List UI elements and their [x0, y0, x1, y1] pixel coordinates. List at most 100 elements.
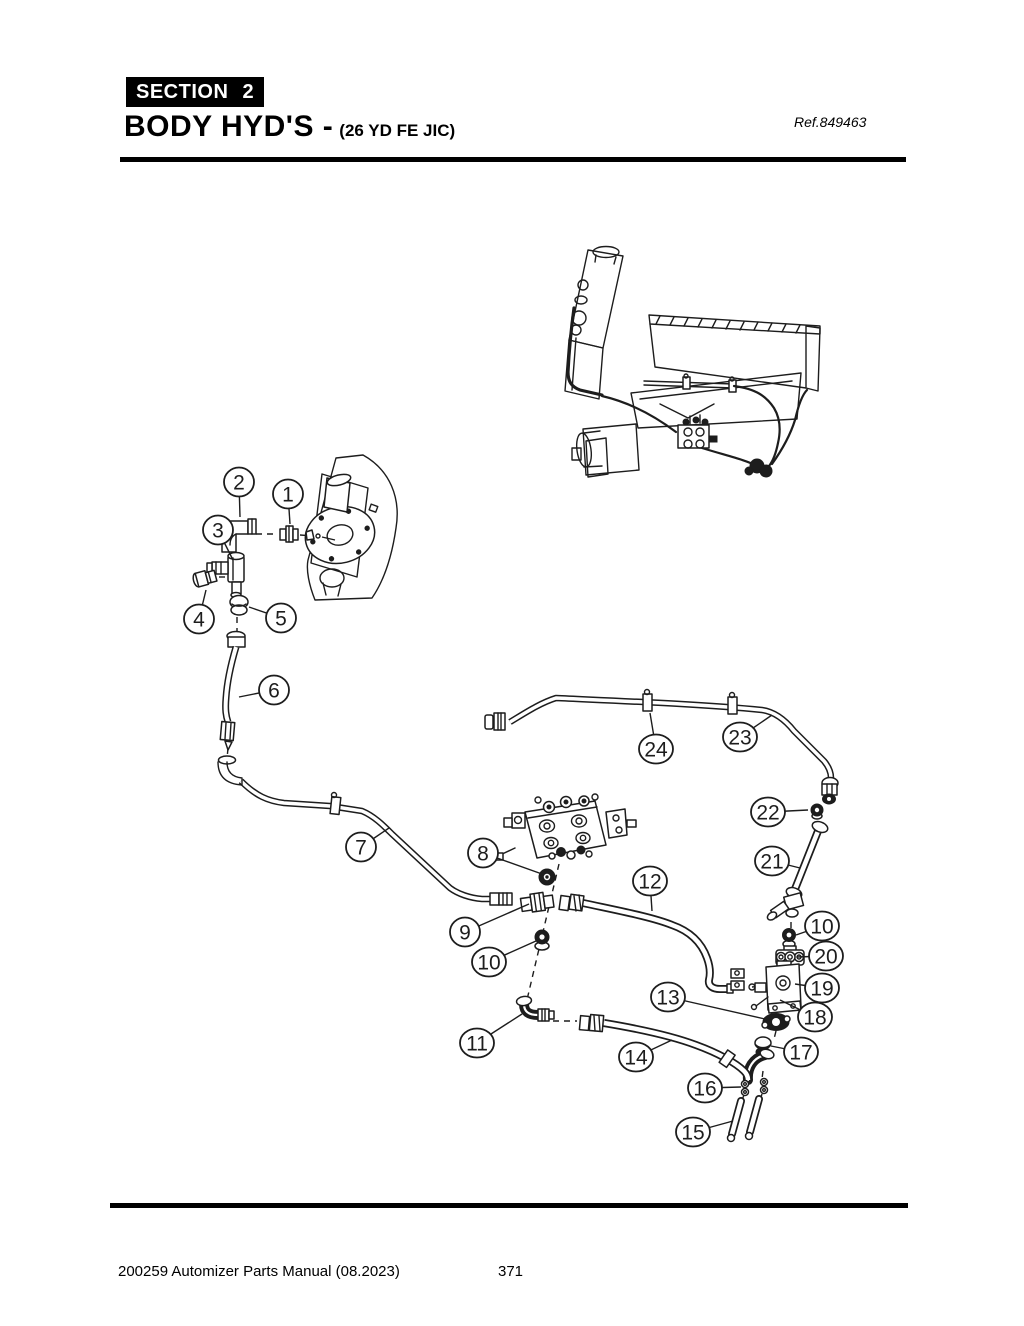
callout-circle-19 — [804, 972, 840, 1004]
assembly-dashed-lines — [219, 533, 792, 1101]
svg-text:6: 6 — [268, 680, 280, 703]
hose-23 — [484, 688, 839, 805]
callout-22: 22 — [750, 796, 809, 828]
svg-text:9: 9 — [459, 922, 471, 945]
callout-circle-14 — [618, 1041, 654, 1073]
svg-text:10: 10 — [477, 952, 500, 975]
svg-text:4: 4 — [193, 609, 205, 632]
callout-circle-11 — [459, 1027, 495, 1059]
fitting-elbow-11 — [515, 995, 555, 1022]
callout-circle-15 — [675, 1116, 711, 1148]
grommet-8 — [538, 868, 556, 886]
callout-circle-4 — [183, 603, 215, 635]
callout-4: 4 — [183, 589, 215, 635]
callout-12: 12 — [632, 865, 668, 912]
svg-text:21: 21 — [760, 851, 783, 874]
svg-text:7: 7 — [355, 837, 367, 860]
callout-9: 9 — [449, 903, 530, 948]
washers-16 — [740, 1077, 769, 1097]
footer-rule — [110, 1203, 908, 1208]
callout-circle-7 — [345, 831, 377, 863]
callout-23: 23 — [722, 714, 773, 753]
svg-text:15: 15 — [681, 1122, 704, 1145]
footer-manual-title: 200259 Automizer Parts Manual (08.2023) — [118, 1263, 400, 1280]
callout-1: 1 — [272, 478, 304, 525]
page-title-row: BODY HYD'S -(26 YD FE JIC) — [124, 110, 455, 144]
callout-circle-1 — [272, 478, 304, 510]
callout-circle-13 — [650, 981, 686, 1013]
fitting-10-left — [534, 929, 550, 951]
callout-circle-6 — [258, 674, 290, 706]
callout-circle-21 — [754, 845, 790, 877]
bolts-15 — [726, 1095, 763, 1143]
fitting-10-right — [782, 928, 796, 949]
callout-5: 5 — [248, 602, 297, 634]
callout-circle-17 — [783, 1036, 819, 1068]
callout-15: 15 — [675, 1116, 734, 1148]
svg-text:1: 1 — [282, 484, 294, 507]
control-valve-block — [493, 793, 637, 861]
callout-circle-8 — [467, 837, 499, 869]
hose-7 — [217, 755, 513, 906]
page-title: BODY HYD'S - — [124, 110, 334, 143]
callout-circle-12 — [632, 865, 668, 897]
callout-circle-10 — [804, 910, 840, 942]
truck-overview-illustration — [564, 245, 821, 478]
callout-circle-20 — [808, 940, 844, 972]
callout-10: 10 — [795, 910, 840, 942]
callout-circle-3 — [202, 514, 234, 546]
section-badge: SECTION 2 — [126, 77, 265, 107]
callout-circle-9 — [449, 916, 481, 948]
fitting-4 — [192, 569, 218, 588]
svg-text:8: 8 — [477, 843, 489, 866]
callout-2: 2 — [223, 466, 255, 518]
callout-24: 24 — [638, 712, 674, 765]
svg-text:17: 17 — [789, 1042, 812, 1065]
clamp-bracket-pair — [730, 968, 745, 991]
callout-6: 6 — [238, 674, 290, 706]
svg-text:12: 12 — [638, 871, 661, 894]
callout-20: 20 — [796, 940, 844, 972]
svg-text:3: 3 — [212, 520, 224, 543]
hose-12 — [558, 893, 734, 994]
svg-text:19: 19 — [810, 978, 833, 1001]
callout-circle-24 — [638, 733, 674, 765]
hose-21 — [766, 820, 829, 921]
svg-text:11: 11 — [466, 1033, 488, 1056]
callout-circle-23 — [722, 721, 758, 753]
svg-text:14: 14 — [624, 1047, 648, 1070]
callout-circle-16 — [687, 1072, 723, 1104]
svg-text:18: 18 — [803, 1007, 826, 1030]
svg-text:2: 2 — [233, 472, 245, 495]
callout-16: 16 — [687, 1072, 742, 1104]
fitting-nut-22 — [810, 803, 824, 820]
svg-text:20: 20 — [814, 946, 837, 969]
callout-14: 14 — [618, 1039, 673, 1073]
fitting-union-9 — [519, 891, 555, 913]
callout-circle-10 — [471, 946, 507, 978]
hose-14-end-elbow — [742, 1048, 775, 1085]
fitting-plug-1 — [279, 525, 299, 543]
pump-inset-illustration — [304, 454, 398, 601]
callout-circle-5 — [265, 602, 297, 634]
callout-10: 10 — [471, 940, 537, 978]
callout-8: 8 — [467, 837, 543, 875]
svg-text:24: 24 — [644, 739, 668, 762]
footer-page-number: 371 — [498, 1263, 524, 1280]
svg-text:13: 13 — [656, 987, 679, 1010]
callout-7: 7 — [345, 827, 390, 863]
callout-11: 11 — [459, 1013, 523, 1059]
callout-circle-18 — [797, 1001, 833, 1033]
callout-19: 19 — [794, 972, 840, 1004]
hose-6 — [219, 630, 246, 751]
callout-3: 3 — [202, 514, 234, 561]
callout-18: 18 — [779, 999, 833, 1033]
svg-text:10: 10 — [810, 916, 833, 939]
fitting-nut-5 — [229, 594, 249, 616]
svg-text:16: 16 — [693, 1078, 716, 1101]
svg-text:23: 23 — [728, 727, 751, 750]
hose-14 — [578, 1013, 748, 1080]
